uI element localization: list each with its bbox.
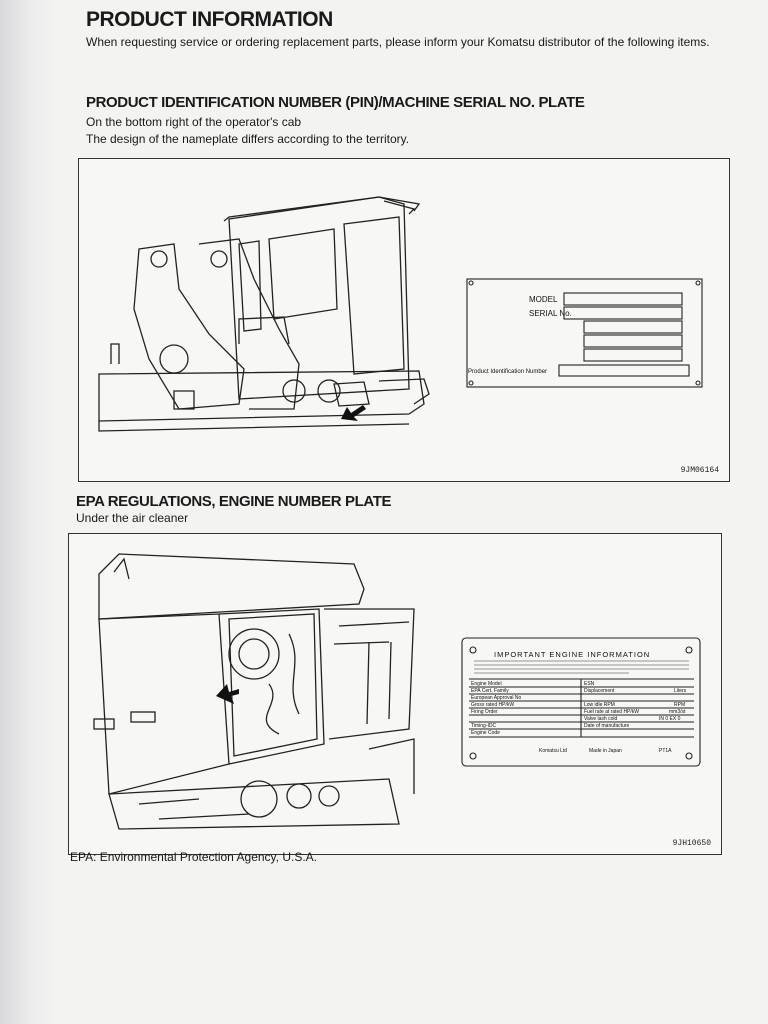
- engine-row-left-1: EPA Cert. Family: [471, 688, 509, 694]
- engine-row-right-5: Date of manufacture: [584, 723, 630, 729]
- engine-row-right-0: ESN: [584, 681, 595, 687]
- engine-unit-2: RPM: [674, 702, 685, 708]
- engine-unit-3: mm3/st: [669, 709, 686, 715]
- section1-location: On the bottom right of the operator's ca…: [86, 115, 302, 129]
- section2-location: Under the air cleaner: [76, 511, 189, 525]
- engine-row-right-1: Displacement: [584, 688, 615, 694]
- engine-row-left-0: Engine Model: [471, 681, 502, 687]
- figure-engine-plate: IMPORTANT ENGINE INFORMATION Engine Mode…: [68, 533, 722, 855]
- figure-pin-plate: MODEL SERIAL No. Product Identification …: [78, 158, 730, 482]
- intro-text: When requesting service or ordering repl…: [86, 35, 710, 49]
- engine-row-left-3: Gross rated HP/kW: [471, 702, 514, 708]
- engine-unit-4: IN 0 EX 0: [659, 716, 681, 722]
- engine-row-right-4: Valve lash cold: [584, 716, 617, 722]
- engine-plate-maker: Komatsu Ltd: [539, 748, 567, 754]
- figure2-id: 9JH10650: [672, 839, 711, 848]
- page-binding-shadow: [0, 0, 60, 1024]
- engine-plate-code: PT1A: [659, 748, 672, 754]
- section1-note: The design of the nameplate differs acco…: [86, 132, 410, 146]
- figure1-id: 9JM06164: [680, 466, 719, 475]
- section2-heading: EPA REGULATIONS, ENGINE NUMBER PLATE: [76, 493, 392, 510]
- plate-model-label: MODEL: [529, 295, 558, 304]
- engine-compartment-illustration: IMPORTANT ENGINE INFORMATION Engine Mode…: [93, 553, 701, 830]
- engine-row-right-2: Low idle RPM: [584, 702, 615, 708]
- engine-plate-origin: Made in Japan: [589, 748, 622, 754]
- engine-row-left-5: Timing-IDC: [471, 723, 496, 729]
- plate-pin-label: Product Identification Number: [468, 369, 547, 375]
- engine-row-left-4: Firing Order: [471, 709, 498, 715]
- epa-footnote: EPA: Environmental Protection Agency, U.…: [70, 850, 318, 864]
- engine-plate-title: IMPORTANT ENGINE INFORMATION: [494, 650, 650, 659]
- page-title: PRODUCT INFORMATION: [86, 8, 333, 31]
- engine-row-right-3: Fuel rate at rated HP/kW: [584, 709, 639, 715]
- engine-unit-1: Liters: [674, 688, 687, 694]
- engine-row-left-6: Engine Code: [471, 730, 500, 736]
- machine-cab-illustration: MODEL SERIAL No. Product Identification …: [98, 196, 703, 432]
- engine-row-left-2: European Approval No: [471, 695, 522, 701]
- plate-serial-label: SERIAL No.: [529, 309, 572, 318]
- section1-heading: PRODUCT IDENTIFICATION NUMBER (PIN)/MACH…: [86, 94, 585, 111]
